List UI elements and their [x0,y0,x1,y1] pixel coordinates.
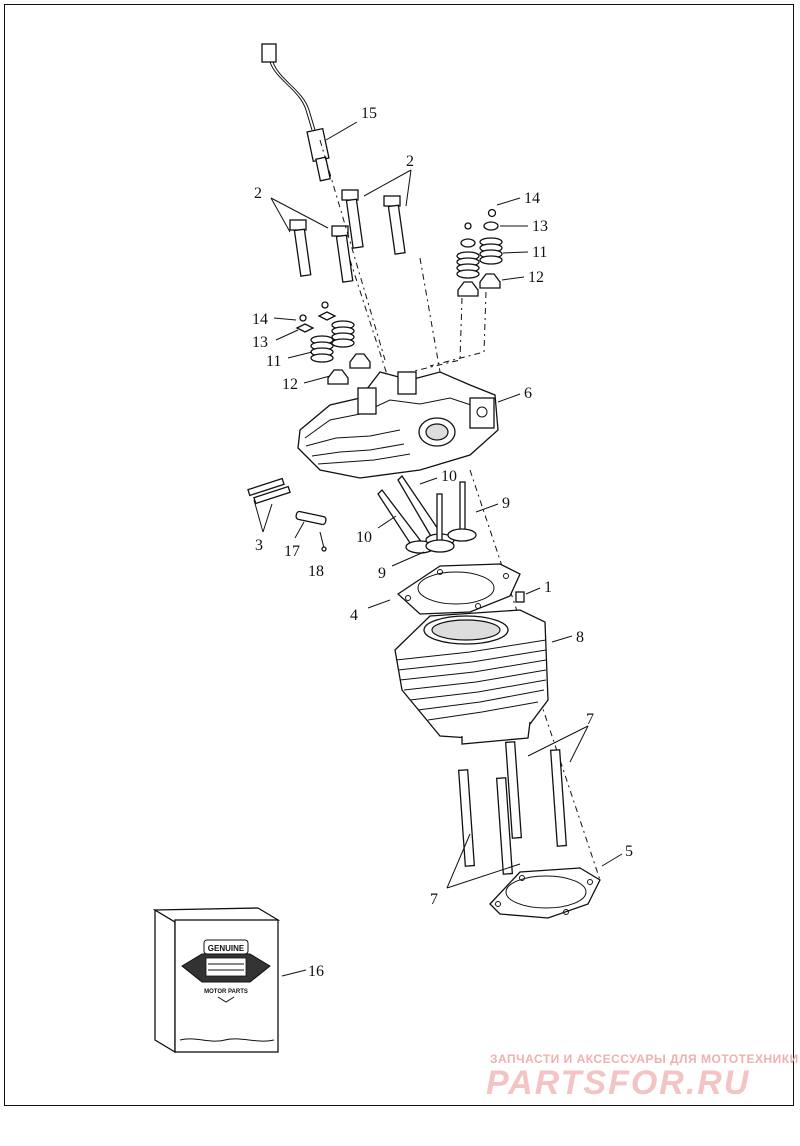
part-valve-train-left [295,301,371,385]
watermark-tagline: ЗАПЧАСТИ И АКСЕССУАРЫ ДЛЯ МОТОТЕХНИКИ [490,1052,799,1066]
callout-5: 5 [625,843,633,860]
callout-10-left: 10 [356,529,372,546]
callout-4: 4 [350,607,358,624]
callout-9-right: 9 [502,495,510,512]
genuine-motor-parts-logo: GENUINE MOTOR PARTS [181,939,271,1003]
part-9-valve-left [425,493,455,553]
callout-13-right: 13 [532,218,548,235]
callout-6: 6 [524,385,532,402]
callout-7-bottom: 7 [430,891,438,908]
part-7-studs [457,741,568,875]
part-3-dowel-pins [247,477,291,505]
watermark-site: PARTSFOR.RU [486,1064,751,1102]
callout-15: 15 [361,105,377,122]
part-6-cylinder-head [297,371,499,479]
part-18-screw [319,531,327,552]
callout-17: 17 [284,543,300,560]
callout-12-right: 12 [528,269,544,286]
callout-16: 16 [308,963,324,980]
part-17-plate [295,510,327,526]
part-2-head-bolts [289,189,406,283]
callout-3: 3 [255,537,263,554]
callout-12-left: 12 [282,376,298,393]
callout-7-top: 7 [586,711,594,728]
callout-9-left: 9 [378,565,386,582]
part-5-base-gasket [489,867,601,919]
callout-11-right: 11 [532,244,547,261]
callout-2-right: 2 [406,153,414,170]
callout-10-top: 10 [441,468,457,485]
svg-text:MOTOR PARTS: MOTOR PARTS [204,989,248,995]
callout-2-left: 2 [254,185,262,202]
callout-1: 1 [544,579,552,596]
part-15-sensor [261,43,331,182]
diagram-frame [4,4,794,1106]
part-4-head-gasket [396,563,521,615]
callout-18: 18 [308,563,324,580]
callout-14-right: 14 [524,190,540,207]
callout-14-left: 14 [252,311,268,328]
part-9-valve-right [447,481,477,542]
part-8-cylinder [394,609,549,745]
callout-13-left: 13 [252,334,268,351]
part-16-gasket-kit-box: GENUINE MOTOR PARTS [152,907,281,1054]
callout-8: 8 [576,629,584,646]
callout-11-left: 11 [266,353,281,370]
svg-text:GENUINE: GENUINE [208,944,245,953]
part-valve-train-right [456,208,503,297]
part-1-dowel [515,591,525,603]
